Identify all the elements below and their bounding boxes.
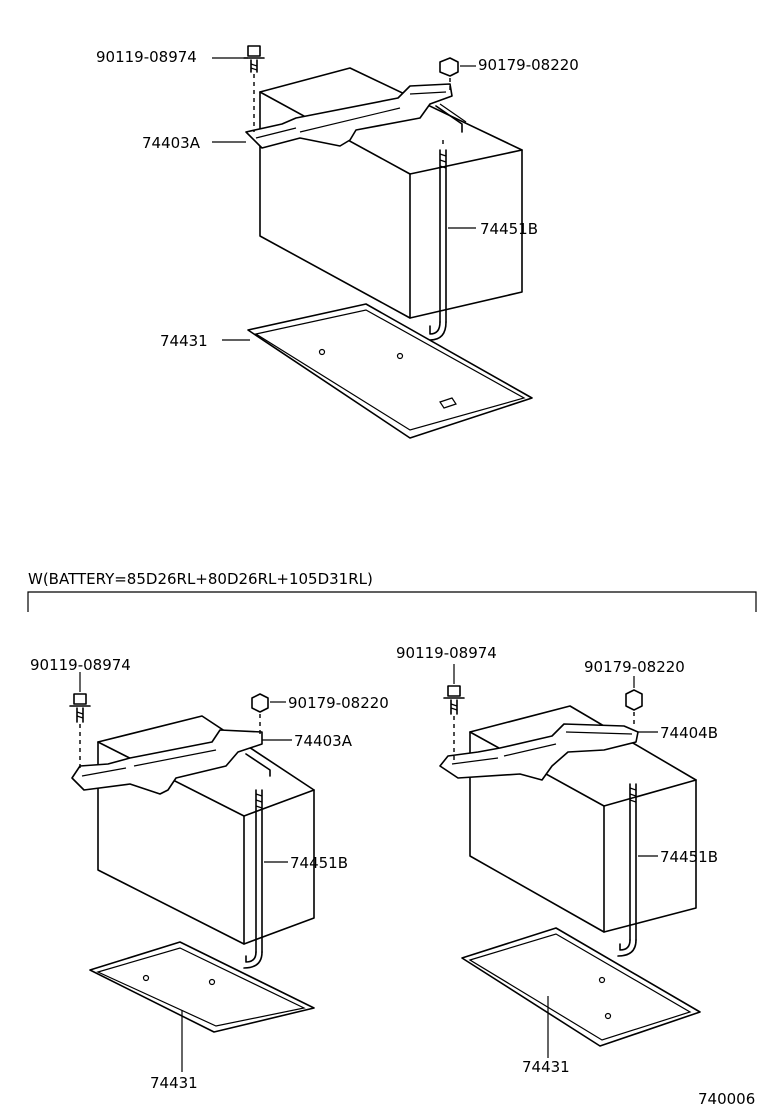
bottom-left-nut-label: 90179-08220 (288, 694, 389, 712)
bottom-left-rod (243, 789, 263, 969)
bottom-right-tray (461, 927, 701, 1047)
bottom-left-leaders (79, 672, 292, 1072)
bottom-left-nut (251, 693, 269, 738)
bottom-right-rod (617, 783, 637, 957)
figure-number: 740006 (698, 1090, 755, 1108)
bottom-right-clamp-label: 74404B (660, 724, 718, 742)
bottom-left-tray (89, 941, 315, 1033)
top-assembly: 90119-08974 90179-08220 74403A 74451B 74… (96, 45, 579, 439)
top-leaders (212, 57, 476, 341)
bottom-right-leaders (453, 664, 658, 1058)
bottom-left-clamp-label: 74403A (294, 732, 353, 750)
top-tray-label: 74431 (160, 332, 208, 350)
top-nut-label: 90179-08220 (478, 56, 579, 74)
bottom-right-tray-label: 74431 (522, 1058, 570, 1076)
bottom-right-bolt-label: 90119-08974 (396, 644, 497, 662)
top-tray (247, 303, 533, 439)
bottom-right-assembly: 90119-08974 90179-08220 74404B 74451B 74… (396, 644, 718, 1076)
bottom-left-rod-label: 74451B (290, 854, 348, 872)
bottom-left-clamp (71, 729, 271, 795)
top-clamp-label: 74403A (142, 134, 201, 152)
bottom-right-nut (625, 689, 643, 728)
bottom-right-bolt (443, 685, 465, 760)
top-bolt-label: 90119-08974 (96, 48, 197, 66)
top-nut (439, 57, 459, 90)
condition-bracket (27, 591, 757, 612)
top-rod-label: 74451B (480, 220, 538, 238)
top-clamp (245, 83, 467, 149)
condition-text: W(BATTERY=85D26RL+80D26RL+105D31RL) (28, 570, 373, 588)
bottom-right-clamp (439, 723, 639, 781)
bottom-left-bolt-label: 90119-08974 (30, 656, 131, 674)
bottom-left-assembly: 90119-08974 90179-08220 74403A 74451B 74… (30, 656, 389, 1092)
bottom-right-rod-label: 74451B (660, 848, 718, 866)
bottom-right-nut-label: 90179-08220 (584, 658, 685, 676)
bottom-left-bolt (69, 693, 91, 770)
top-rod (429, 140, 447, 341)
bottom-left-tray-label: 74431 (150, 1074, 198, 1092)
